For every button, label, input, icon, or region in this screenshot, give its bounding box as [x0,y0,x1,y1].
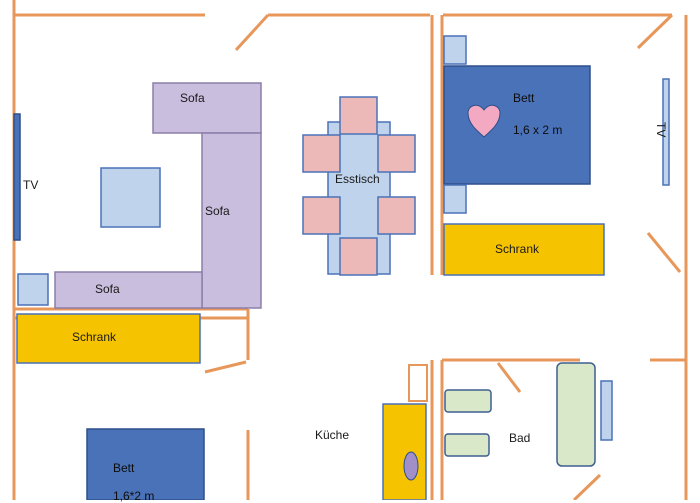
tv-left-label: TV [23,178,39,192]
dining-chair [377,134,416,173]
bad-label: Bad [509,431,531,445]
schrank-right-label: Schrank [495,242,540,256]
schrank-right [443,223,605,276]
door-swing [646,232,682,273]
sink-icon [403,451,419,481]
coffee-table [100,167,161,228]
walls [12,0,688,500]
bed-bottom [86,428,205,500]
bed-bottom-size: 1,6*2 m [113,489,155,503]
bath-basin [444,389,492,413]
door-swing [636,13,674,50]
door-swing [572,473,602,500]
tv-right [662,78,670,186]
tv-left [13,113,21,241]
sofa-top [152,82,262,134]
dining-chair [339,237,378,276]
door-swing [496,362,522,393]
dining-chair [339,96,378,135]
bath-shelf [600,380,613,441]
dining-chair [302,134,341,173]
kitchen-counter [382,403,427,500]
kitchen-cabinet [408,364,428,402]
side-table [17,273,49,306]
door-swing [234,13,270,52]
bed-top-size: 1,6 x 2 m [513,123,563,137]
sofa-bottom-label: Sofa [95,282,120,296]
dining-chair [302,196,341,235]
bath-toilet [444,433,490,457]
nightstand [443,184,467,214]
nightstand [443,35,467,65]
door-swing [204,360,247,374]
dining-chair [377,196,416,235]
kueche-label: Küche [315,428,350,442]
esstisch-label: Esstisch [335,172,380,186]
schrank-left-label: Schrank [72,330,117,344]
bed-top [443,65,591,185]
bathtub [556,362,596,467]
schrank-left [16,313,201,364]
bed-bottom-label: Bett [113,461,135,475]
sofa-right-label: Sofa [205,204,230,218]
tv-right-label: TV [654,122,668,138]
sofa-top-label: Sofa [180,91,205,105]
heart-icon [467,104,501,138]
sofa-right [201,132,262,309]
sofa-bottom [54,271,203,309]
bed-top-label: Bett [513,91,535,105]
